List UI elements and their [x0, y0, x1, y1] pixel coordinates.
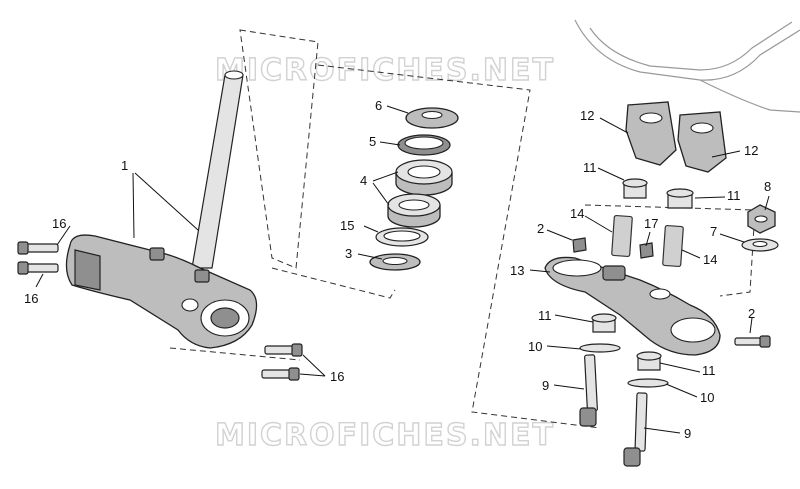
callout-2-upper: 2: [537, 221, 544, 236]
watermark-top: MICROFICHES.NET: [215, 53, 555, 88]
callout-6: 6: [375, 98, 382, 113]
callout-11-lower-left: 11: [538, 308, 552, 323]
bushing-11-lower-left: [591, 313, 617, 333]
callout-16-bottom: 16: [330, 369, 344, 384]
callout-15: 15: [340, 218, 354, 233]
washer-7: [741, 238, 779, 252]
callout-12-right: 12: [744, 143, 758, 158]
seal-ring-5: [397, 134, 451, 156]
bolt-16-bottom-upper: [264, 343, 303, 357]
bearing-4-lower: [387, 193, 441, 228]
guide-bearing-stack: [317, 64, 601, 429]
callout-2-right: 2: [748, 306, 755, 321]
callout-16-left-upper: 16: [52, 216, 66, 231]
bearing-4-upper: [395, 159, 453, 196]
leader-lines: [35, 105, 770, 434]
callout-7: 7: [710, 224, 717, 239]
upper-yoke: [544, 256, 721, 356]
callout-10-right: 10: [700, 390, 714, 405]
washer-10-right: [627, 378, 669, 388]
handlebar-outline: [574, 19, 800, 113]
seal-ring-15: [375, 227, 429, 247]
callout-11-top-left: 11: [583, 160, 597, 175]
screw-17: [639, 242, 654, 259]
callout-12-left: 12: [580, 108, 594, 123]
riser-12-right: [677, 111, 727, 173]
nut-8: [747, 204, 776, 234]
callout-5: 5: [369, 134, 376, 149]
callout-8: 8: [764, 179, 771, 194]
callout-9-right: 9: [684, 426, 691, 441]
bushing-11-lower-right: [636, 351, 662, 371]
bolt-9-left: [579, 354, 598, 427]
bolt-16-bottom-lower: [261, 367, 300, 381]
callout-13: 13: [510, 263, 524, 278]
callout-10-left: 10: [528, 339, 542, 354]
callout-3: 3: [345, 246, 352, 261]
bolt-9-right: [623, 392, 648, 467]
guide-bearing-lower: [271, 267, 396, 299]
spacer-14-right: [662, 224, 684, 268]
guide-stem-upper: [239, 29, 319, 269]
bolt-2-right: [734, 335, 771, 348]
lower-yoke: [65, 234, 258, 349]
watermark-bottom: MICROFICHES.NET: [215, 418, 555, 453]
callout-14-right: 14: [703, 252, 717, 267]
bushing-11-top-right: [666, 188, 694, 209]
washer-10-left: [579, 343, 621, 353]
bushing-11-top-left: [622, 178, 648, 199]
callout-14-left: 14: [570, 206, 584, 221]
callout-11-lower-right: 11: [702, 363, 716, 378]
callout-16-left-lower: 16: [24, 291, 38, 306]
screw-2-upper: [572, 237, 587, 253]
bolt-16-left-upper: [17, 241, 59, 255]
callout-1: 1: [121, 158, 128, 173]
callout-4: 4: [360, 173, 367, 188]
dust-cover-6: [405, 107, 459, 129]
washer-3: [369, 253, 421, 271]
callout-17: 17: [644, 216, 658, 231]
riser-12-left: [625, 101, 677, 166]
bolt-16-left-lower: [17, 261, 59, 275]
steering-stem: [191, 70, 244, 269]
callout-9-left: 9: [542, 378, 549, 393]
spacer-14-left: [611, 214, 633, 258]
callout-11-top-right: 11: [727, 188, 741, 203]
callout-labels: 1 2 2 3 4 5 6 7 8 9 9 10 10 11 11 11 11 …: [24, 98, 771, 441]
